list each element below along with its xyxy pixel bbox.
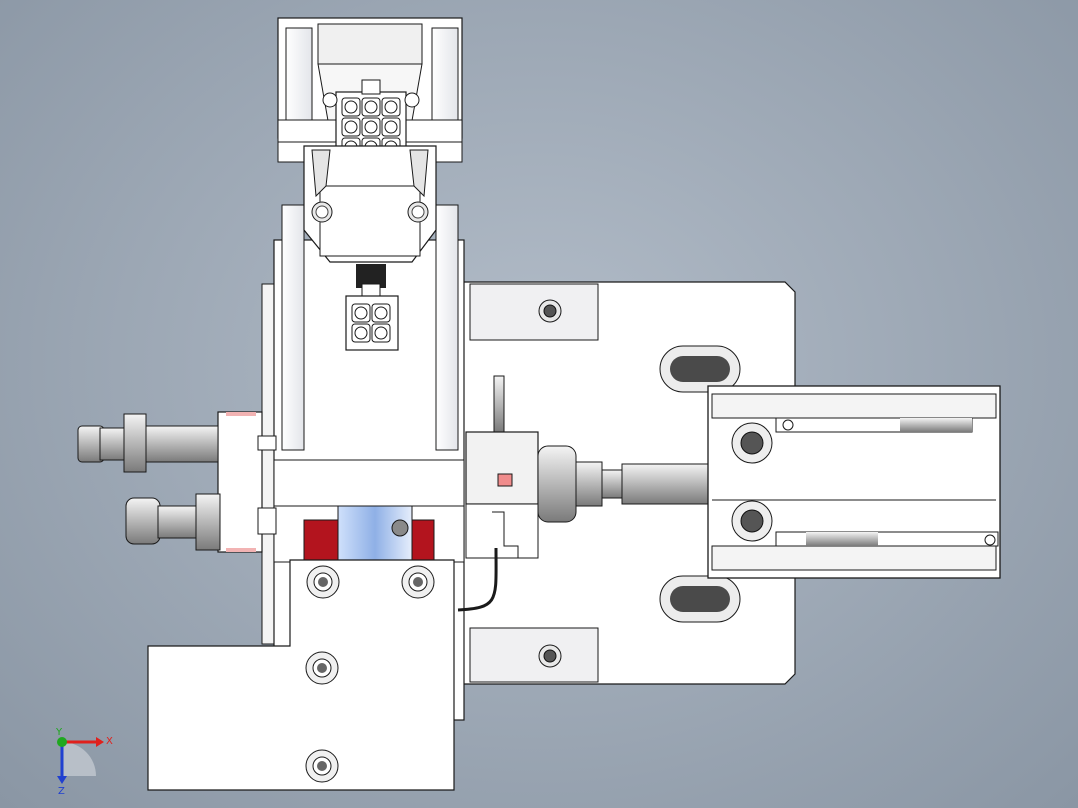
connector-4pin[interactable] xyxy=(345,264,399,351)
mounting-plate[interactable] xyxy=(147,559,455,791)
triad-plane xyxy=(62,742,96,776)
floating-joint[interactable] xyxy=(537,445,711,523)
upper-air-fitting[interactable] xyxy=(77,413,219,473)
y-axis-dot xyxy=(57,737,67,747)
y-axis-label: Y xyxy=(55,728,63,738)
z-axis-arrowhead xyxy=(57,776,67,784)
x-axis-label: X xyxy=(106,736,113,747)
left-flange[interactable] xyxy=(217,411,277,553)
air-cylinder[interactable] xyxy=(707,385,1001,579)
clamp-block[interactable] xyxy=(303,505,435,563)
z-axis-label: Z xyxy=(58,786,65,797)
orientation-triad: X Y Z xyxy=(55,728,113,797)
lower-air-fitting[interactable] xyxy=(125,493,221,551)
x-axis-arrowhead xyxy=(96,737,104,747)
mid-bracket[interactable] xyxy=(303,145,437,263)
sensor-body[interactable] xyxy=(457,375,539,612)
